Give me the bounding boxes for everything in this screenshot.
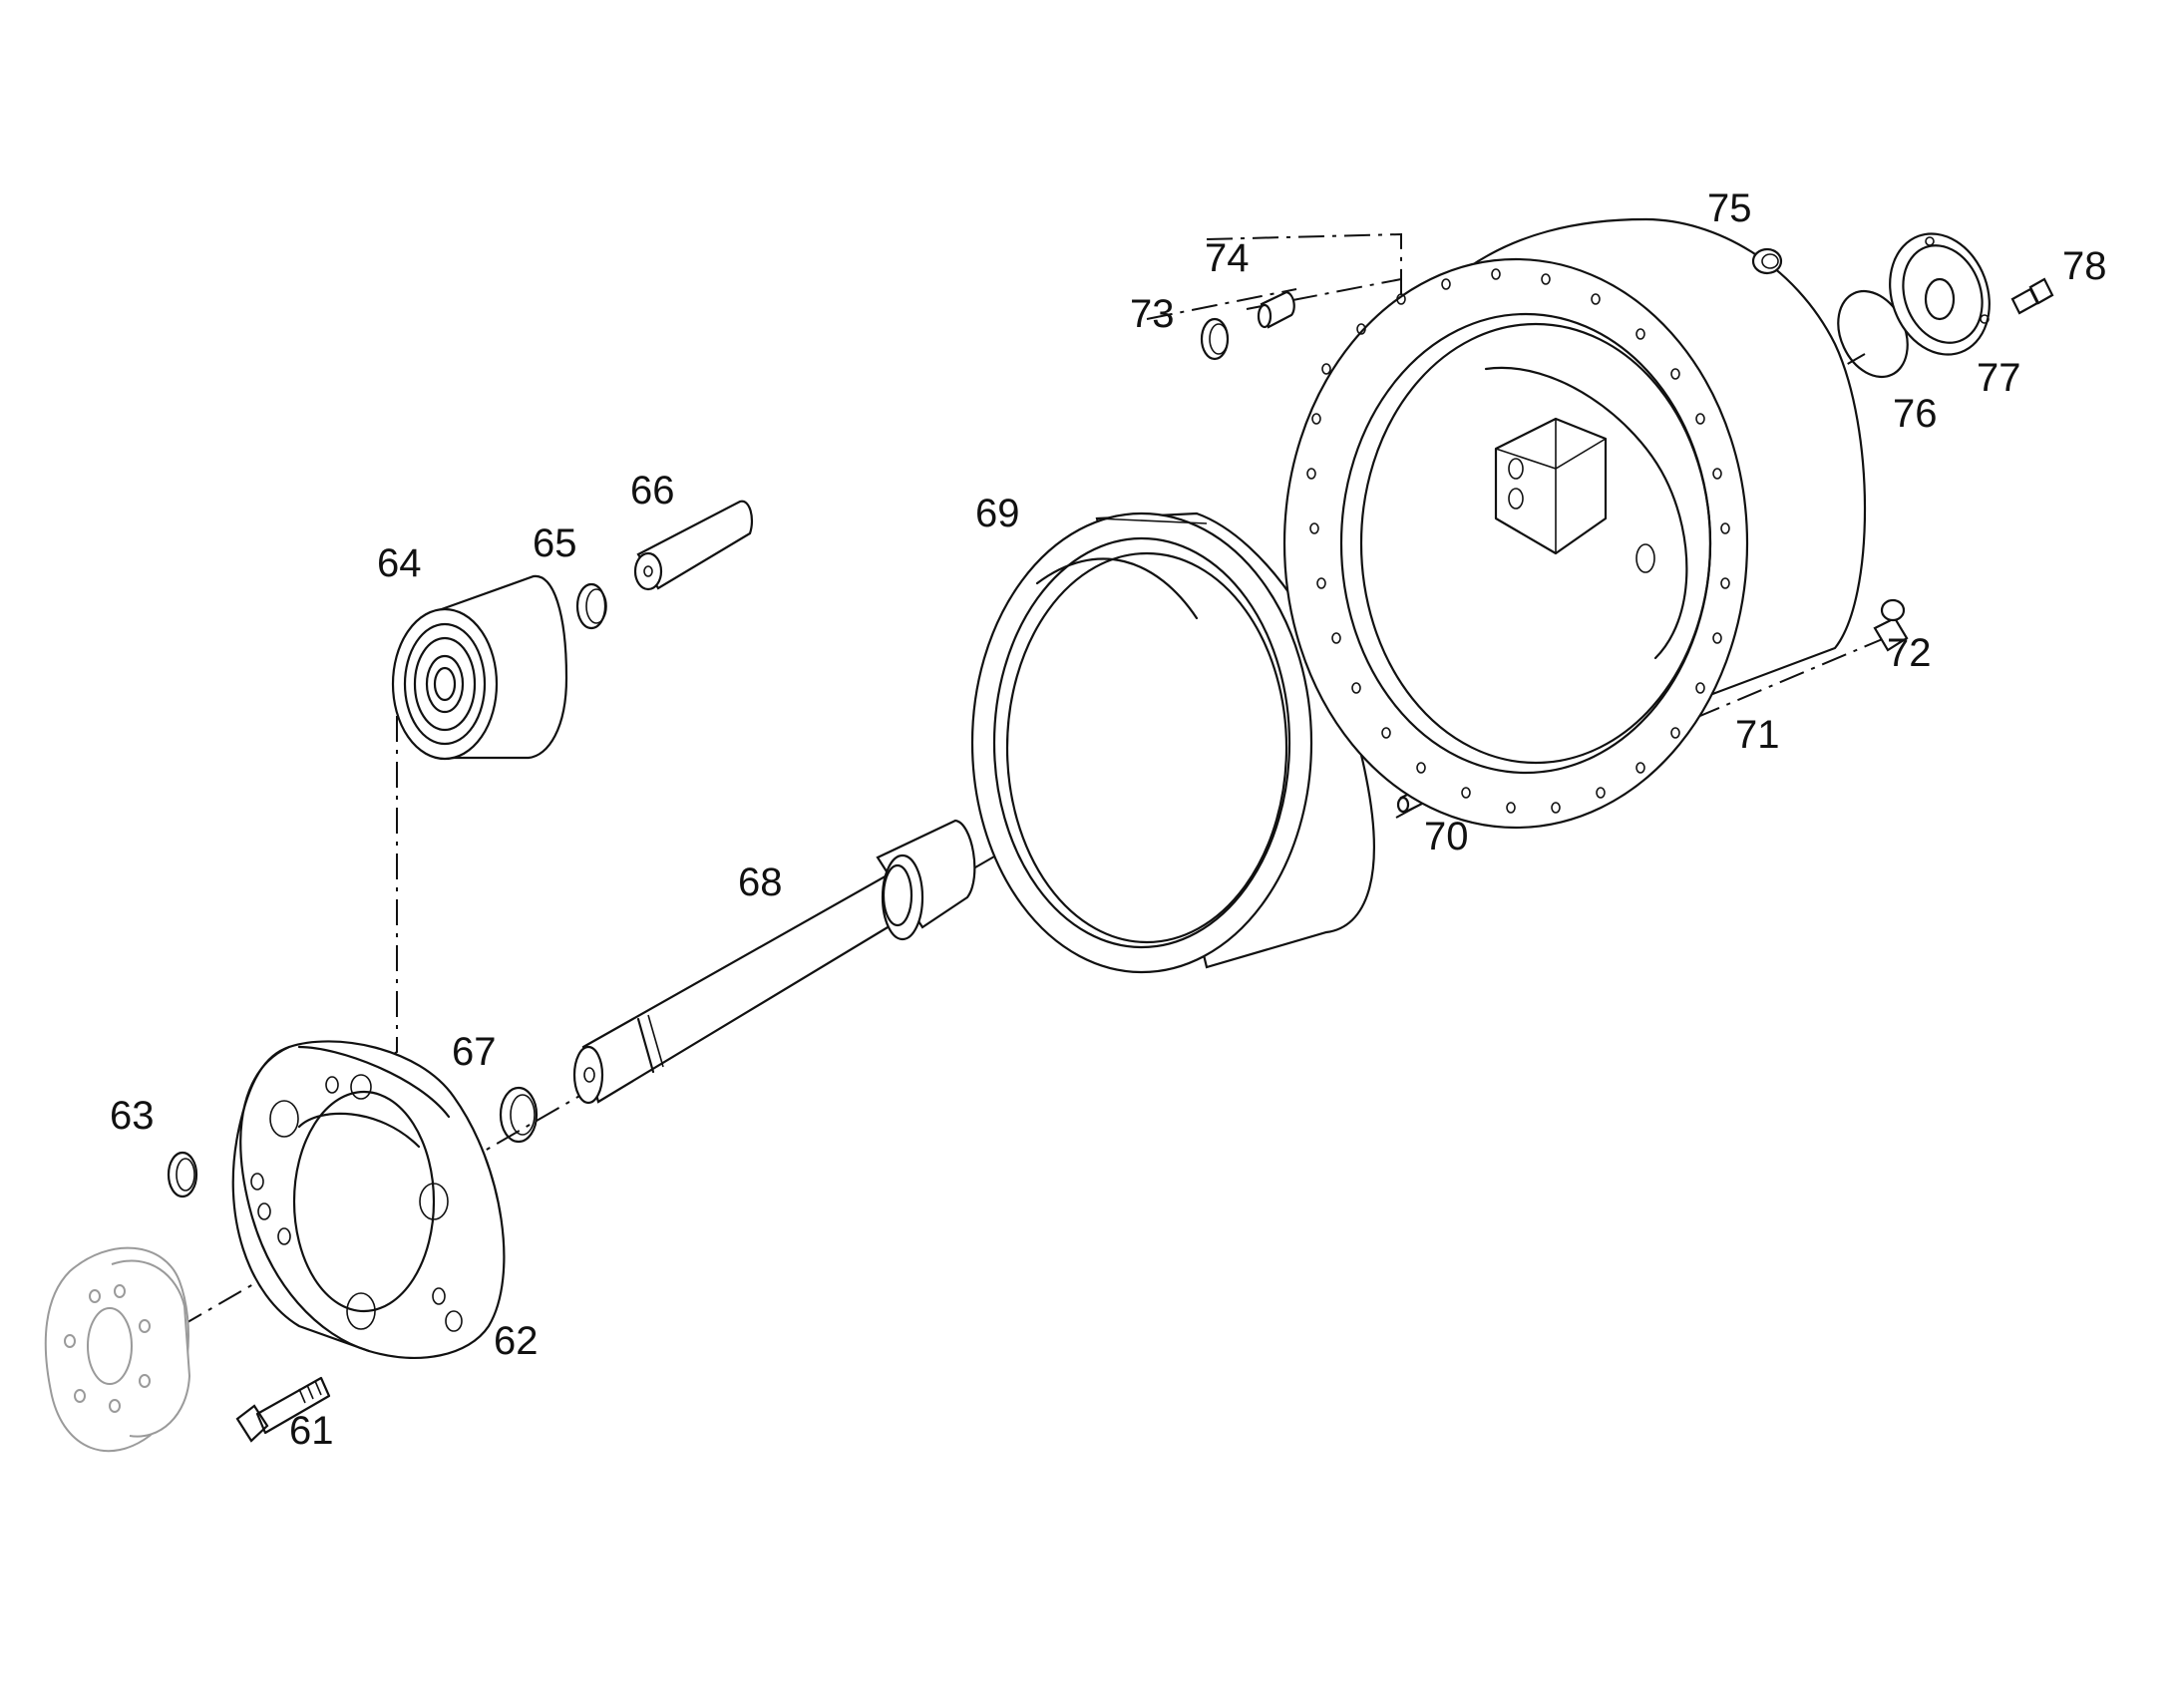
part-74-pin <box>1257 290 1295 329</box>
label-78: 78 <box>2062 244 2107 288</box>
part-61-bolt <box>235 1376 331 1443</box>
part-64-bearing <box>391 574 568 761</box>
part-67-snap-ring <box>499 1086 539 1144</box>
label-69: 69 <box>975 492 1020 535</box>
part-78-screw <box>2010 277 2054 315</box>
label-70: 70 <box>1424 815 1469 858</box>
part-75-plug <box>1751 247 1783 275</box>
label-74: 74 <box>1205 236 1250 280</box>
part-labels: 61 62 63 64 65 66 67 68 69 70 71 72 73 7… <box>110 186 2107 1453</box>
label-76: 76 <box>1893 392 1938 436</box>
label-64: 64 <box>377 541 422 585</box>
part-72-screw <box>1873 598 1909 652</box>
label-71: 71 <box>1735 713 1780 757</box>
label-66: 66 <box>630 469 675 512</box>
part-62-flange <box>231 1040 506 1359</box>
part-71-housing <box>1282 217 1867 830</box>
label-75: 75 <box>1707 186 1752 230</box>
part-68-shaft <box>572 819 976 1105</box>
ghost-flange <box>44 1246 191 1453</box>
label-63: 63 <box>110 1094 155 1138</box>
part-77-cover <box>1889 232 1991 356</box>
label-61: 61 <box>289 1409 334 1453</box>
label-77: 77 <box>1977 356 2021 400</box>
part-63-snap-ring <box>167 1151 198 1198</box>
part-66-pin <box>633 500 754 591</box>
part-65-ring <box>575 582 607 630</box>
label-65: 65 <box>533 521 577 565</box>
label-68: 68 <box>738 860 783 904</box>
part-73-snap-ring <box>1200 317 1230 361</box>
label-72: 72 <box>1887 631 1932 675</box>
label-67: 67 <box>452 1030 497 1074</box>
label-73: 73 <box>1130 292 1175 336</box>
label-62: 62 <box>494 1319 539 1363</box>
housing-bolt-holes <box>1306 268 1730 814</box>
